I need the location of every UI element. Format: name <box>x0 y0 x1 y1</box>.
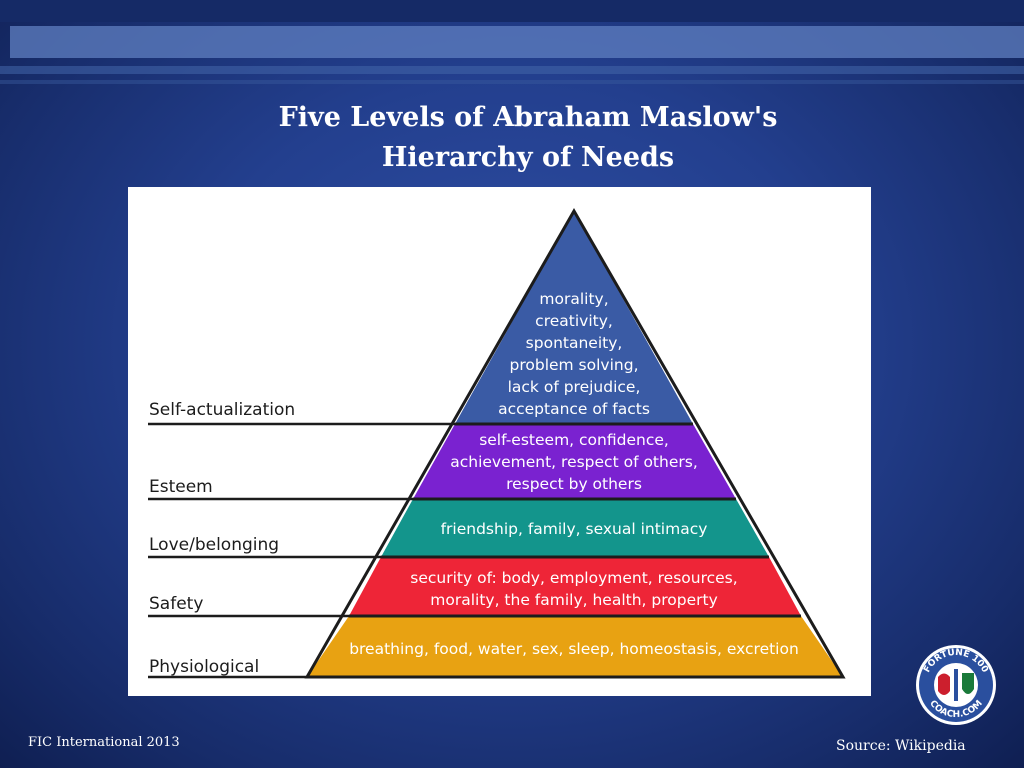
tier-safety <box>349 557 801 616</box>
tier-text-line: morality, <box>539 290 608 308</box>
slide-title-line-1: Five Levels of Abraham Maslow's <box>278 102 778 133</box>
logo-green-shield-icon <box>962 673 974 694</box>
tier-text-line: achievement, respect of others, <box>450 453 698 471</box>
tier-text-safety: security of: body, employment, resources… <box>410 569 737 609</box>
level-label-physiological: Physiological <box>149 657 259 677</box>
footer-credit: FIC International 2013 <box>28 735 180 750</box>
maslow-pyramid-diagram: Self-actualization Esteem Love/belonging… <box>128 187 871 696</box>
tier-text-line: spontaneity, <box>526 334 623 352</box>
footer-source: Source: Wikipedia <box>836 738 966 754</box>
tier-text-line: breathing, food, water, sex, sleep, home… <box>349 640 799 658</box>
tier-text-line: respect by others <box>506 475 642 493</box>
tier-text-love-belonging: friendship, family, sexual intimacy <box>441 520 708 538</box>
top-dark-band <box>0 0 1024 22</box>
level-label-self-actualization: Self-actualization <box>149 400 295 420</box>
tier-text-physiological: breathing, food, water, sex, sleep, home… <box>349 640 799 658</box>
tier-text-esteem: self-esteem, confidence, achievement, re… <box>450 431 698 493</box>
tier-text-line: friendship, family, sexual intimacy <box>441 520 708 538</box>
tier-text-line: self-esteem, confidence, <box>479 431 669 449</box>
tier-text-line: lack of prejudice, <box>508 378 641 396</box>
level-label-love-belonging: Love/belonging <box>149 535 279 555</box>
logo-red-shield-icon <box>938 673 950 695</box>
tier-self-actualization <box>455 211 693 424</box>
level-label-safety: Safety <box>149 594 203 614</box>
tier-text-line: morality, the family, health, property <box>430 591 718 609</box>
top-thin-band <box>0 66 1024 74</box>
tier-text-line: security of: body, employment, resources… <box>410 569 737 587</box>
tier-text-line: creativity, <box>535 312 613 330</box>
tier-physiological <box>307 616 843 677</box>
tier-love-belonging <box>381 499 769 557</box>
level-label-esteem: Esteem <box>149 477 213 497</box>
tier-text-self-actualization: morality, creativity, spontaneity, probl… <box>498 290 650 418</box>
tier-text-line: acceptance of facts <box>498 400 650 418</box>
top-light-band <box>10 26 1024 58</box>
header-decoration <box>0 0 1024 84</box>
pyramid-outline <box>304 207 846 679</box>
fortune-100-coach-logo: FORTUNE 100 COACH.COM <box>916 645 996 725</box>
logo-center-bar <box>954 669 958 701</box>
tier-text-line: problem solving, <box>510 356 639 374</box>
slide-title: Five Levels of Abraham Maslow's Hierarch… <box>0 98 1024 178</box>
slide-title-line-2: Hierarchy of Needs <box>381 142 675 173</box>
top-thin-band-2 <box>0 80 1024 84</box>
tier-esteem <box>413 424 736 499</box>
